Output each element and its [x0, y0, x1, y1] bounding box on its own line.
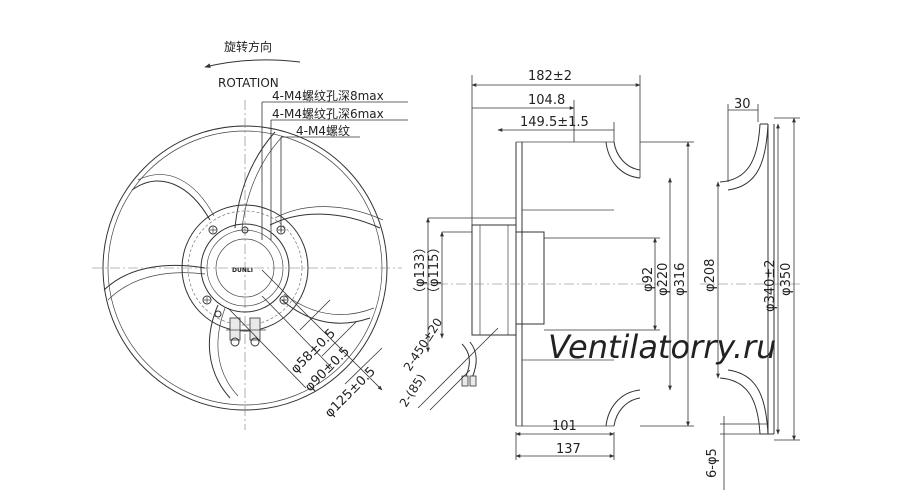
dim-phi220: φ220 — [656, 263, 671, 296]
rotation-arrow — [204, 59, 301, 69]
side-view: 182±2 104.8 149.5±1.5 （φ133） （ — [413, 69, 694, 460]
inlet-ring-view: 30 φ208 φ340±2 φ350 6-φ5 — [700, 97, 800, 490]
shroud-bottom — [605, 389, 641, 427]
dim-137: 137 — [556, 442, 581, 457]
watermark: Ventilatorry.ru — [548, 328, 776, 366]
dim-phi92: φ92 — [641, 267, 656, 292]
dim-104-8: 104.8 — [528, 93, 565, 108]
shroud-top — [605, 141, 641, 179]
dim-30: 30 — [734, 97, 751, 112]
ring-profile-bottom — [719, 377, 761, 435]
motor-body — [471, 224, 517, 336]
rotation-label-en: ROTATION — [218, 76, 279, 90]
dim-149-5: 149.5±1.5 — [520, 115, 589, 130]
front-view: 旋转方向 ROTATION — [92, 39, 499, 430]
dim-phi133: （φ133） — [413, 241, 428, 300]
dim-6-phi5: 6-φ5 — [705, 448, 720, 478]
dim-phi115: （φ115） — [427, 241, 442, 300]
dim-phi350: φ350 — [779, 263, 794, 296]
dim-cable-85: 2-(85) — [397, 371, 429, 409]
ring-profile-top — [719, 123, 761, 183]
dim-phi208: φ208 — [703, 259, 718, 292]
note-m4: 4-M4螺纹 — [296, 124, 350, 138]
note-m4-depth8: 4-M4螺纹孔深8max — [272, 89, 384, 103]
cable-glands — [226, 317, 266, 347]
hub-outer — [181, 204, 309, 332]
note-m4-depth6: 4-M4螺纹孔深6max — [272, 107, 384, 121]
brand-logo: DUNLI — [232, 267, 253, 274]
dim-phi316: φ316 — [673, 263, 688, 296]
rotation-label-cn: 旋转方向 — [224, 39, 272, 54]
dim-cable-length: 2-450±20 — [401, 316, 446, 374]
dim-phi340: φ340±2 — [763, 259, 778, 312]
hub-screws — [202, 225, 289, 318]
dim-182: 182±2 — [528, 69, 572, 84]
dim-101: 101 — [552, 419, 577, 434]
